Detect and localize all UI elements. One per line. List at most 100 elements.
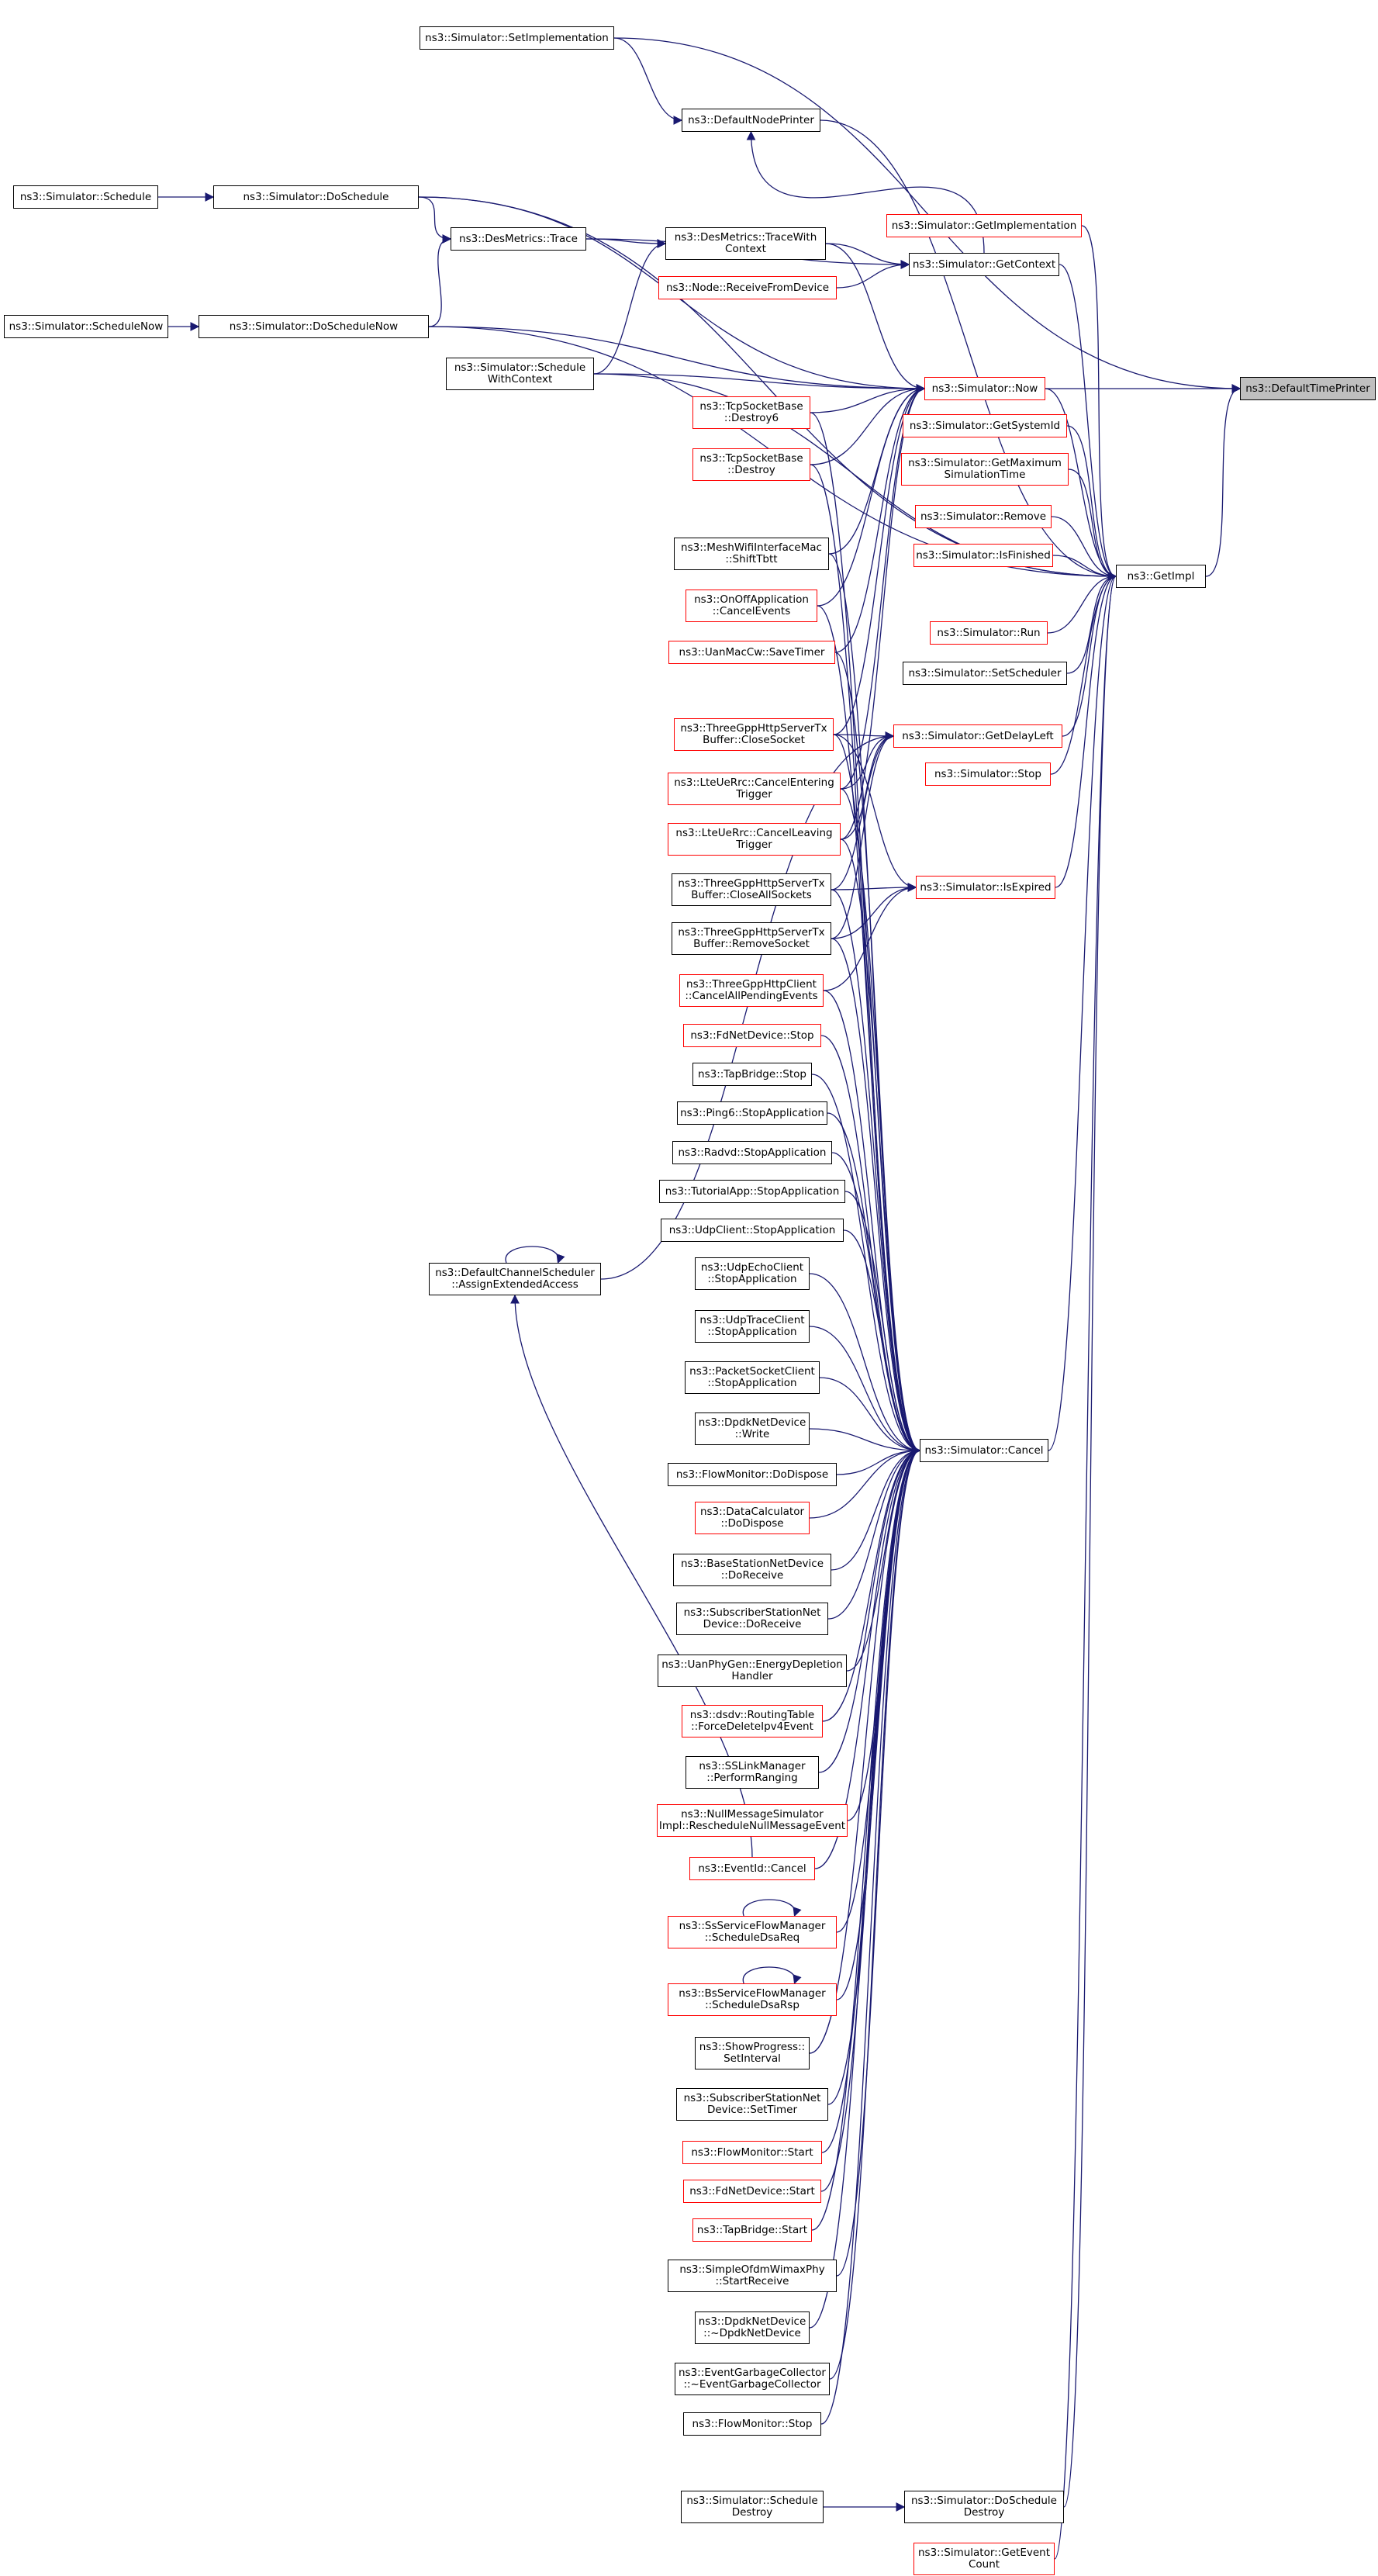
node-label-line: ns3::UanMacCw::SaveTimer	[679, 645, 825, 659]
node-showprog[interactable]: ns3::ShowProgress::SetInterval	[695, 2037, 810, 2069]
node-tgclient[interactable]: ns3::ThreeGppHttpClient::CancelAllPendin…	[679, 974, 824, 1007]
edge-ltecer-to-getdelay	[840, 731, 895, 790]
node-schednow[interactable]: ns3::Simulator::ScheduleNow	[4, 315, 168, 338]
edge-tgclose-to-cancel	[833, 734, 921, 1455]
node-ping6[interactable]: ns3::Ping6::StopApplication	[677, 1101, 827, 1125]
node-label-line: Trigger	[736, 838, 772, 851]
edge-flowstart-to-cancel	[821, 1446, 921, 2153]
edge-simpleofdm-to-cancel	[836, 1446, 921, 2277]
node-udptrace[interactable]: ns3::UdpTraceClient::StopApplication	[695, 1310, 810, 1343]
node-dsdv[interactable]: ns3::dsdv::RoutingTable::ForceDeleteIpv4…	[682, 1705, 823, 1738]
node-dnp[interactable]: ns3::DefaultNodePrinter	[682, 109, 820, 132]
node-cancel[interactable]: ns3::Simulator::Cancel	[920, 1439, 1048, 1462]
node-udpecho[interactable]: ns3::UdpEchoClient::StopApplication	[695, 1257, 810, 1290]
edge-nullmsg-to-cancel	[847, 1446, 921, 1821]
node-label-line: ns3::Ping6::StopApplication	[680, 1106, 824, 1119]
edge-getctx-to-getimpl	[1059, 264, 1117, 581]
node-tcpd6[interactable]: ns3::TcpSocketBase::Destroy6	[692, 396, 810, 429]
node-label-line: WithContext	[487, 373, 553, 386]
edge-setimpl-to-dnp	[613, 37, 683, 125]
node-setsch[interactable]: ns3::Simulator::SetScheduler	[903, 662, 1067, 685]
node-getimpl[interactable]: ns3::GetImpl	[1116, 565, 1206, 588]
node-onoff[interactable]: ns3::OnOffApplication::CancelEvents	[686, 590, 817, 622]
node-setimpl[interactable]: ns3::Simulator::SetImplementation	[420, 26, 614, 50]
node-label-line: ns3::Simulator::GetEvent	[917, 2547, 1051, 2559]
edge-dpdkwrite-to-cancel	[809, 1428, 921, 1455]
node-nodercv[interactable]: ns3::Node::ReceiveFromDevice	[658, 276, 837, 299]
node-egc[interactable]: ns3::EventGarbageCollector::~EventGarbag…	[675, 2363, 830, 2395]
node-label-line: ns3::NullMessageSimulator	[681, 1808, 824, 1820]
node-getimpln[interactable]: ns3::Simulator::GetImplementation	[886, 214, 1082, 237]
node-tapstart[interactable]: ns3::TapBridge::Start	[692, 2218, 812, 2242]
edge-ssnd-to-cancel	[827, 1446, 921, 1620]
node-doschednow[interactable]: ns3::Simulator::DoScheduleNow	[199, 315, 429, 338]
node-tutorial[interactable]: ns3::TutorialApp::StopApplication	[659, 1180, 845, 1203]
node-label-line: ns3::BsServiceFlowManager	[679, 1987, 826, 2000]
node-udpclient[interactable]: ns3::UdpClient::StopApplication	[661, 1219, 844, 1242]
node-dtp[interactable]: ns3::DefaultTimePrinter	[1240, 377, 1376, 400]
node-label-line: ns3::Simulator::ScheduleNow	[9, 320, 164, 333]
node-fdstop[interactable]: ns3::FdNetDevice::Stop	[683, 1024, 821, 1047]
node-dpdkwrite[interactable]: ns3::DpdkNetDevice::Write	[695, 1412, 810, 1445]
node-sched[interactable]: ns3::Simulator::Schedule	[13, 185, 158, 209]
node-radvd[interactable]: ns3::Radvd::StopApplication	[672, 1141, 832, 1164]
node-flowstart[interactable]: ns3::FlowMonitor::Start	[682, 2141, 822, 2164]
node-dosched[interactable]: ns3::Simulator::DoSchedule	[213, 185, 419, 209]
node-label-line: SetInterval	[724, 2052, 781, 2065]
node-flowdispose[interactable]: ns3::FlowMonitor::DoDispose	[668, 1463, 837, 1486]
node-remove[interactable]: ns3::Simulator::Remove	[915, 505, 1052, 528]
node-dcs[interactable]: ns3::DefaultChannelScheduler::AssignExte…	[429, 1263, 601, 1295]
node-simpleofdm[interactable]: ns3::SimpleOfdmWimaxPhy::StartReceive	[668, 2260, 837, 2292]
edge-ssflow-to-ssflow	[742, 1899, 802, 1917]
node-bsnd[interactable]: ns3::BaseStationNetDevice::DoReceive	[673, 1554, 831, 1586]
node-tcpd[interactable]: ns3::TcpSocketBase::Destroy	[692, 448, 810, 481]
node-label-line: ns3::Simulator::Cancel	[924, 1444, 1044, 1457]
node-getdelay[interactable]: ns3::Simulator::GetDelayLeft	[893, 724, 1062, 748]
node-label-line: Impl::RescheduleNullMessageEvent	[658, 1820, 846, 1832]
node-uanmac[interactable]: ns3::UanMacCw::SaveTimer	[668, 641, 835, 664]
node-isexp[interactable]: ns3::Simulator::IsExpired	[916, 876, 1055, 899]
node-dpdkdtor[interactable]: ns3::DpdkNetDevice::~DpdkNetDevice	[695, 2311, 810, 2344]
node-tapstop[interactable]: ns3::TapBridge::Stop	[692, 1063, 812, 1086]
node-fdstart[interactable]: ns3::FdNetDevice::Start	[683, 2180, 821, 2203]
node-label-line: ::Write	[734, 1428, 770, 1440]
edge-pktsock-to-cancel	[819, 1377, 921, 1455]
edge-ltecer-to-cancel	[840, 788, 921, 1455]
node-ssflow[interactable]: ns3::SsServiceFlowManager::ScheduleDsaRe…	[668, 1916, 837, 1948]
node-getctx[interactable]: ns3::Simulator::GetContext	[909, 253, 1059, 276]
node-eventid[interactable]: ns3::EventId::Cancel	[689, 1857, 815, 1880]
node-bsflow[interactable]: ns3::BsServiceFlowManager::ScheduleDsaRs…	[668, 1983, 837, 2016]
node-mesh[interactable]: ns3::MeshWifiInterfaceMac::ShiftTbtt	[674, 538, 829, 570]
node-label-line: ns3::FdNetDevice::Stop	[690, 1029, 814, 1042]
node-flowstop[interactable]: ns3::FlowMonitor::Stop	[683, 2412, 821, 2436]
node-now[interactable]: ns3::Simulator::Now	[924, 377, 1045, 400]
node-label-line: ::ForceDeleteIpv4Event	[691, 1720, 813, 1733]
node-sslink[interactable]: ns3::SSLinkManager::PerformRanging	[686, 1756, 819, 1789]
node-label-line: ::~EventGarbageCollector	[683, 2378, 821, 2391]
node-label-line: ns3::Simulator::Now	[931, 382, 1038, 395]
node-getsysid[interactable]: ns3::Simulator::GetSystemId	[903, 414, 1067, 437]
node-label-line: ::DoReceive	[720, 1569, 784, 1582]
node-isfin[interactable]: ns3::Simulator::IsFinished	[913, 544, 1053, 567]
node-pktsock[interactable]: ns3::PacketSocketClient::StopApplication	[685, 1361, 820, 1394]
node-run[interactable]: ns3::Simulator::Run	[930, 621, 1048, 645]
node-label-line: ::Destroy	[727, 464, 775, 476]
node-desmtrace[interactable]: ns3::DesMetrics::Trace	[451, 227, 586, 251]
node-stop[interactable]: ns3::Simulator::Stop	[925, 762, 1051, 786]
node-datacalc[interactable]: ns3::DataCalculator::DoDispose	[695, 1502, 810, 1534]
